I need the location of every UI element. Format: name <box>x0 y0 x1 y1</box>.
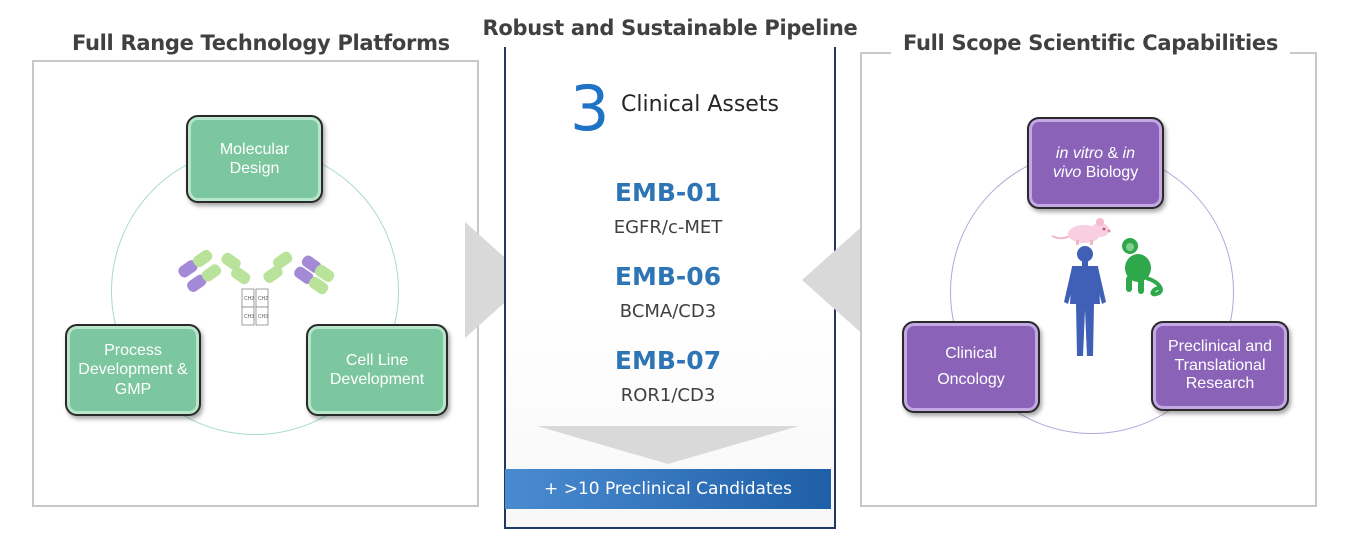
asset-name-emb-07: EMB-07 <box>614 346 722 375</box>
clinical-oncology-label: Clinical Oncology <box>937 345 1005 388</box>
human-figure-icon <box>1064 246 1106 356</box>
clinical-asset-count: 3 <box>570 72 610 145</box>
preclinical-translational-research-label: Preclinical and Translational Research <box>1167 338 1273 393</box>
clinical-assets-label: Clinical Assets <box>621 92 779 117</box>
in-text: in <box>1122 144 1136 162</box>
in-vitro-in-vivo-biology-box: in vitro & in vivo Biology <box>1027 117 1164 209</box>
ch2-label-right: CH2 <box>258 296 268 302</box>
ampersand-text: & <box>1103 144 1123 162</box>
ch2-label-left: CH2 <box>244 296 254 302</box>
bispecific-antibody-icon: CH2 CH2 CH3 CH3 <box>178 249 335 326</box>
monkey-icon <box>1122 238 1163 297</box>
preclinical-translational-research-box: Preclinical and Translational Research <box>1151 321 1289 411</box>
cell-line-development-box: Cell Line Development <box>306 324 448 416</box>
pipeline-title: Robust and Sustainable Pipeline <box>470 16 870 40</box>
ch3-label-right: CH3 <box>258 314 268 320</box>
biology-text: Biology <box>1081 164 1139 181</box>
asset-target-emb-06: BCMA/CD3 <box>619 301 717 322</box>
down-chevron-arrow-icon <box>537 426 799 464</box>
in-vitro-text: in vitro <box>1055 144 1104 162</box>
molecular-design-label: Molecular Design <box>219 140 290 177</box>
preclinical-candidates-bar: + >10 Preclinical Candidates <box>505 469 831 509</box>
left-pointing-arrow-icon <box>802 222 867 338</box>
cell-line-development-label: Cell Line Development <box>329 351 425 388</box>
asset-name-emb-06: EMB-06 <box>614 262 722 291</box>
vivo-text: vivo <box>1052 164 1082 181</box>
molecular-design-box: Molecular Design <box>186 115 323 203</box>
asset-target-emb-07: ROR1/CD3 <box>620 385 716 406</box>
process-development-box: Process Development & GMP <box>65 324 201 416</box>
scientific-capabilities-title: Full Scope Scientific Capabilities <box>891 31 1291 55</box>
process-development-label: Process Development & GMP <box>78 342 188 398</box>
ch3-label-left: CH3 <box>244 314 254 320</box>
asset-target-emb-01: EGFR/c-MET <box>613 217 723 238</box>
mouse-icon <box>1051 218 1111 245</box>
asset-name-emb-01: EMB-01 <box>614 178 722 207</box>
right-pointing-arrow-icon <box>465 222 530 338</box>
clinical-oncology-box: Clinical Oncology <box>902 321 1040 413</box>
in-vitro-in-vivo-biology-label: in vitro & in vivo Biology <box>1041 144 1151 182</box>
technology-platforms-title: Full Range Technology Platforms <box>60 31 462 55</box>
